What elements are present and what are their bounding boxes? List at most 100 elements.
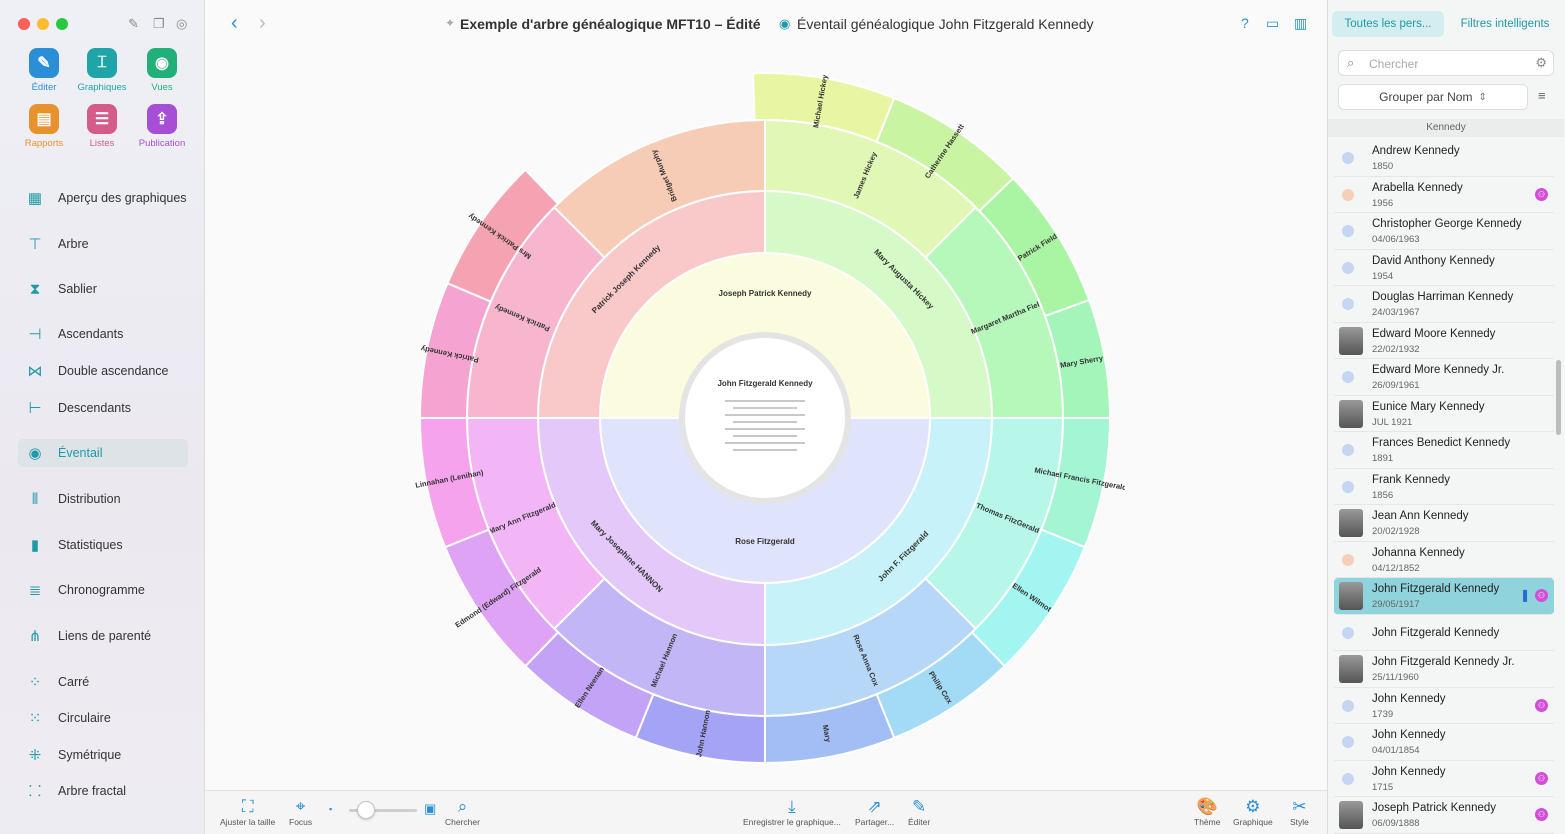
bottom-search-button[interactable]: ⌕Chercher bbox=[445, 797, 480, 827]
bottom-style-button[interactable]: ✂Style bbox=[1290, 797, 1309, 827]
help-button[interactable]: ? bbox=[1241, 15, 1249, 31]
sidebar-item-label: Arbre bbox=[58, 237, 89, 251]
bookmark-icon[interactable]: ❚ bbox=[1519, 588, 1530, 602]
window-layout-icon[interactable]: ▭ bbox=[1266, 15, 1280, 31]
tool-diter-button[interactable]: ✎Éditer bbox=[14, 48, 74, 93]
tag-icon[interactable]: ✎ bbox=[128, 16, 139, 31]
square-icon: ⁘ bbox=[28, 674, 42, 691]
search-field[interactable]: ⌕ Chercher ⚙ bbox=[1338, 50, 1554, 76]
list-item[interactable]: John Fitzgerald Kennedy Jr.25/11/1960 bbox=[1334, 651, 1554, 688]
fan-segment[interactable] bbox=[418, 417, 491, 549]
sidebar-item-distribution[interactable]: ⦀Distribution bbox=[18, 485, 188, 513]
sidebar-item-statistiques[interactable]: ▮Statistiques bbox=[18, 531, 188, 559]
sidebar-toggle-icon[interactable]: ▥ bbox=[1294, 15, 1308, 31]
sidebar-item-eventail[interactable]: ◉Éventail bbox=[18, 439, 188, 467]
bottom-download-button[interactable]: ⤓Enregistrer le graphique... bbox=[743, 797, 841, 827]
zoom-out-icon[interactable]: ▪ bbox=[329, 804, 333, 814]
back-button[interactable]: ‹ bbox=[231, 12, 238, 34]
bottom-share-button[interactable]: ⇗Partager... bbox=[855, 797, 894, 827]
tool-rapports-button[interactable]: ▤Rapports bbox=[14, 104, 74, 149]
sidebar-item-symetrique[interactable]: ⁜Symétrique bbox=[18, 741, 188, 769]
bottom-label: Chercher bbox=[445, 817, 480, 827]
tab-smart-filters[interactable]: Filtres intelligents bbox=[1460, 18, 1550, 30]
sidebar-item-arbre[interactable]: ⊤Arbre bbox=[18, 230, 188, 258]
tool-label: Éditer bbox=[31, 82, 57, 93]
person-date: 04/01/1854 bbox=[1372, 745, 1420, 756]
sidebar-item-circulaire[interactable]: ⁙Circulaire bbox=[18, 704, 188, 732]
sidebar-item-chronogramme[interactable]: ≣Chronogramme bbox=[18, 576, 188, 604]
bookmark-icon[interactable]: ❐ bbox=[153, 16, 165, 31]
fan-center-detail-line bbox=[733, 449, 797, 451]
sidebar-item-double-ascendance[interactable]: ⋈Double ascendance bbox=[18, 357, 188, 385]
sort-icon[interactable]: ≡ bbox=[1538, 88, 1546, 103]
bottom-label: Éditer bbox=[908, 817, 931, 827]
sidebar-item-arbre-fractal[interactable]: ⸬Arbre fractal bbox=[18, 777, 188, 805]
person-name: Edward Moore Kennedy bbox=[1372, 327, 1496, 340]
list-item[interactable]: Edward More Kennedy Jr.26/09/1961 bbox=[1334, 359, 1554, 396]
bottom-label: Graphique bbox=[1233, 817, 1273, 827]
person-date: 29/05/1917 bbox=[1372, 599, 1420, 610]
tool-graphiques-button[interactable]: ⌶Graphiques bbox=[72, 48, 132, 93]
person-name: David Anthony Kennedy bbox=[1372, 254, 1495, 267]
minimize-window-button[interactable] bbox=[37, 18, 49, 30]
group-by-select[interactable]: Grouper par Nom ⇕ bbox=[1338, 84, 1528, 110]
fan-center-detail-line bbox=[725, 414, 805, 416]
sidebar-item-sablier[interactable]: ⧗Sablier bbox=[18, 275, 188, 303]
sidebar-item-descendants[interactable]: ⊢Descendants bbox=[18, 394, 188, 422]
zoom-slider-track[interactable] bbox=[349, 809, 417, 812]
fan-segment[interactable] bbox=[446, 168, 560, 303]
double-ancestry-icon: ⋈ bbox=[27, 363, 43, 380]
sidebar-item-ascendants[interactable]: ⊣Ascendants bbox=[18, 320, 188, 348]
bottom-chart-settings-button[interactable]: ⚙Graphique bbox=[1233, 797, 1273, 827]
bottom-focus-button[interactable]: ⌖Focus bbox=[289, 797, 312, 827]
download-icon: ⤓ bbox=[788, 797, 796, 816]
fan-center-circle[interactable] bbox=[679, 332, 851, 504]
sidebar-item-label: Ascendants bbox=[58, 327, 124, 341]
relationship-badge-icon: ⚇ bbox=[1535, 187, 1548, 201]
sidebar-item-carre[interactable]: ⁘Carré bbox=[18, 668, 188, 696]
bottom-edit-button[interactable]: ✎Éditer bbox=[908, 797, 930, 827]
close-window-button[interactable] bbox=[18, 18, 30, 30]
sidebar-item-apercu-des-graphiques[interactable]: ▦Aperçu des graphiques bbox=[18, 184, 188, 212]
person-name: Frank Kennedy bbox=[1372, 473, 1450, 486]
zoom-slider-knob[interactable] bbox=[357, 801, 375, 819]
gear-icon[interactable]: ⚙ bbox=[1535, 55, 1547, 70]
bottom-palette-button[interactable]: 🎨Thème bbox=[1194, 797, 1220, 827]
list-section-header: Kennedy bbox=[1328, 119, 1564, 137]
person-dot-icon bbox=[1342, 188, 1354, 201]
list-item[interactable]: John Fitzgerald Kennedy bbox=[1334, 615, 1554, 651]
scrollbar[interactable] bbox=[1556, 360, 1561, 435]
zoom-window-button[interactable] bbox=[56, 18, 68, 30]
tab-all-persons[interactable]: Toutes les pers... bbox=[1332, 11, 1444, 37]
bottom-label: Partager... bbox=[855, 817, 895, 827]
person-date: 24/03/1967 bbox=[1372, 307, 1420, 318]
tool-listes-button[interactable]: ☰Listes bbox=[72, 104, 132, 149]
history-icon[interactable]: ◎ bbox=[176, 16, 188, 31]
sidebar-item-label: Chronogramme bbox=[58, 583, 145, 597]
tool-vues-button[interactable]: ◉Vues bbox=[132, 48, 192, 93]
sidebar-item-liens-de-parente[interactable]: ⋔Liens de parenté bbox=[18, 622, 188, 650]
forward-button[interactable]: › bbox=[259, 12, 266, 34]
bottom-fit-size-button[interactable]: ⛶Ajuster la taille bbox=[220, 797, 275, 827]
zoom-in-icon[interactable]: ▣ bbox=[424, 801, 437, 816]
tool-publication-button[interactable]: ⇪Publication bbox=[132, 104, 192, 149]
sidebar-item-label: Symétrique bbox=[58, 748, 122, 762]
person-name: John Fitzgerald Kennedy Jr. bbox=[1372, 656, 1515, 668]
